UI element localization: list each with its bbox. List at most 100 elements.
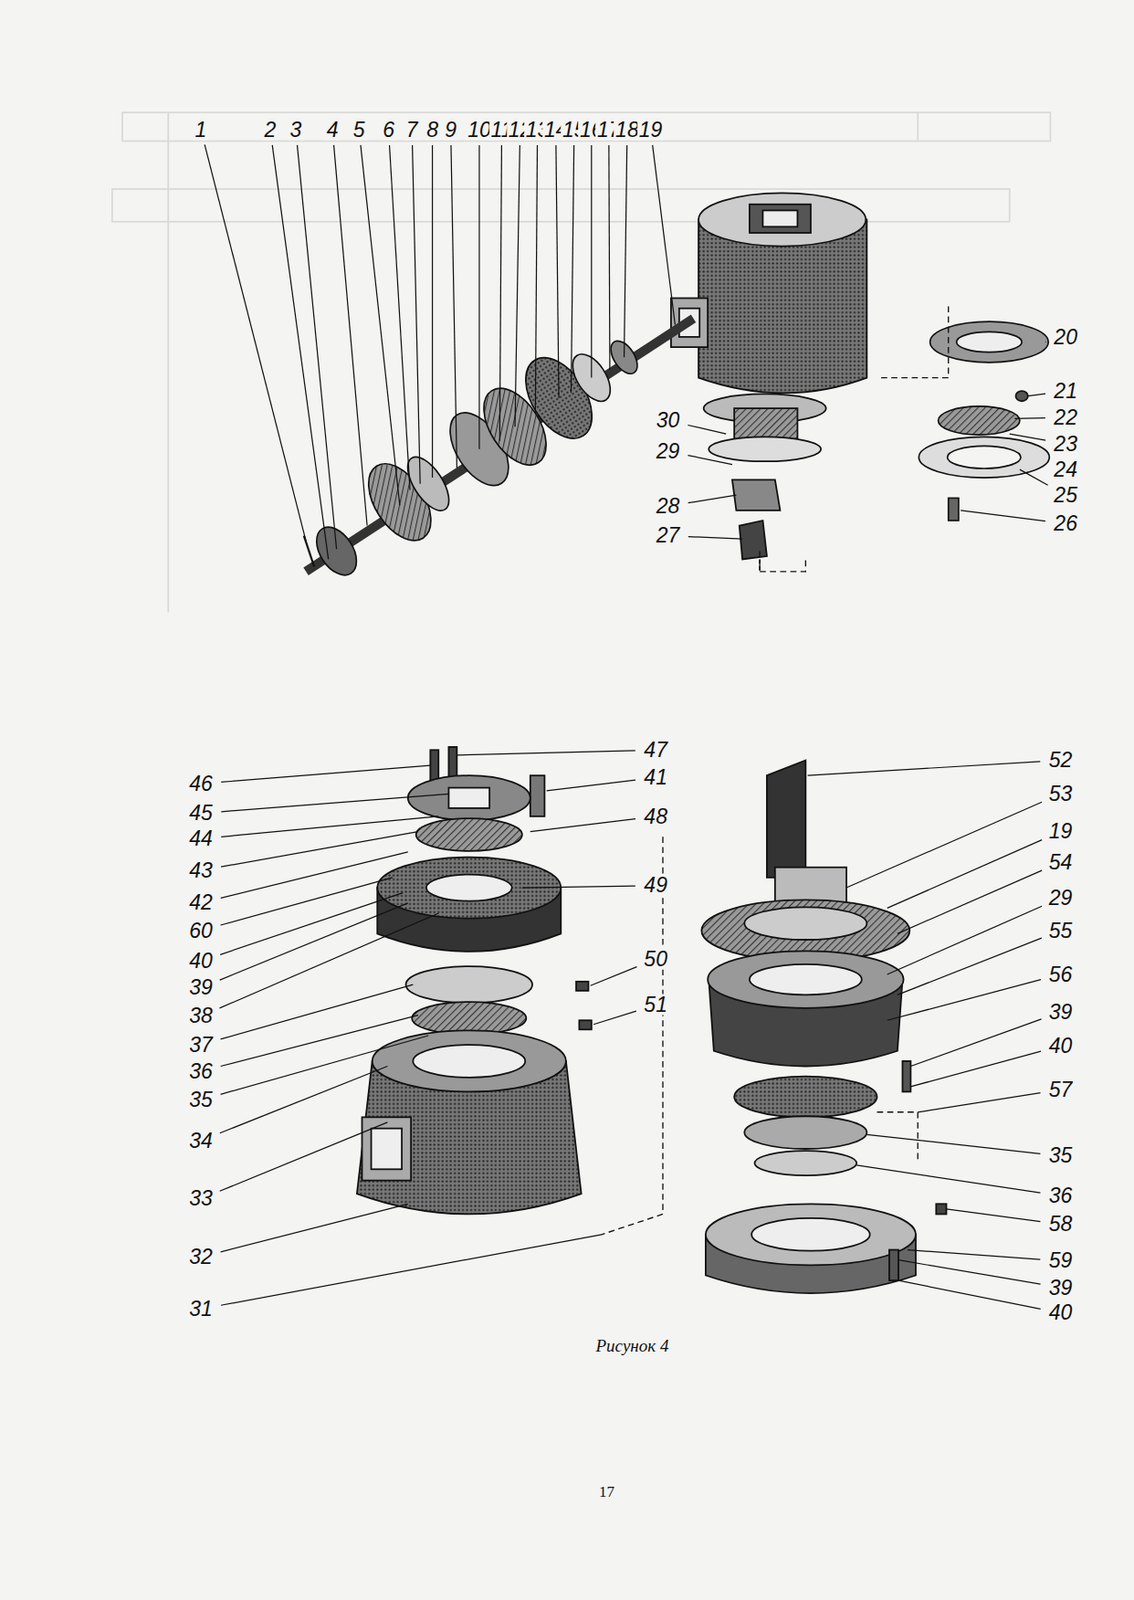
leader-line xyxy=(887,840,1042,909)
leader-line xyxy=(1019,469,1049,485)
callout-number: 56 xyxy=(1047,963,1075,985)
leader-line xyxy=(334,145,368,526)
leader-line xyxy=(688,494,737,504)
callout-number: 26 xyxy=(1051,512,1080,534)
callout-number: 9 xyxy=(442,118,459,140)
callout-number: 41 xyxy=(641,766,670,788)
callout-number: 40 xyxy=(1047,1302,1075,1323)
callout-number: 1 xyxy=(193,118,210,140)
callout-number: 54 xyxy=(1047,850,1075,872)
leader-line xyxy=(220,1035,430,1094)
callout-number: 27 xyxy=(654,525,683,546)
leader-line xyxy=(1044,463,1047,465)
callout-number: 32 xyxy=(187,1246,215,1268)
callout-number: 2 xyxy=(262,118,279,140)
leader-line xyxy=(856,1165,1040,1193)
flange-parts xyxy=(918,321,1050,521)
callout-number: 58 xyxy=(1047,1213,1075,1235)
callout-number: 43 xyxy=(187,859,215,881)
leader-line xyxy=(897,937,1042,995)
callout-number: 48 xyxy=(641,805,670,827)
callout-number: 4 xyxy=(325,118,341,140)
figure-caption: Рисунок 4 xyxy=(596,1335,670,1356)
leader-line xyxy=(220,984,414,1040)
callout-number: 47 xyxy=(641,738,670,760)
leader-line xyxy=(846,801,1042,888)
callout-number: 39 xyxy=(1047,1000,1075,1022)
leader-line xyxy=(220,1203,409,1252)
leader-line xyxy=(1028,393,1046,397)
leader-line xyxy=(887,905,1042,975)
callout-number: 35 xyxy=(1047,1144,1075,1166)
leader-line xyxy=(535,145,537,414)
leader-line xyxy=(389,145,410,491)
leader-line xyxy=(220,851,409,899)
leader-line xyxy=(220,903,409,980)
callout-number: 52 xyxy=(1047,749,1075,771)
leader-line xyxy=(220,765,431,782)
callout-number: 36 xyxy=(1047,1185,1075,1207)
callout-number: 34 xyxy=(187,1129,215,1151)
callout-number: 39 xyxy=(1047,1276,1075,1298)
callout-number: 19 xyxy=(637,118,665,140)
callout-number: 5 xyxy=(351,118,368,140)
callout-number: 57 xyxy=(1047,1078,1075,1100)
leader-line xyxy=(220,877,393,925)
callout-number: 31 xyxy=(187,1297,215,1319)
callout-number: 37 xyxy=(187,1033,215,1055)
callout-number: 60 xyxy=(187,919,215,941)
callout-number: 19 xyxy=(1047,820,1075,842)
callout-number: 46 xyxy=(187,772,215,794)
leader-line xyxy=(1014,417,1046,420)
leader-line xyxy=(499,145,502,441)
callout-number: 50 xyxy=(641,947,670,969)
callout-number: 8 xyxy=(424,118,441,140)
leader-line xyxy=(478,145,480,450)
leader-line xyxy=(808,761,1041,776)
leader-line xyxy=(220,831,419,868)
leader-line xyxy=(360,145,400,505)
callout-number: 22 xyxy=(1051,406,1080,428)
callout-number: 30 xyxy=(654,409,683,431)
callout-number: 40 xyxy=(1047,1034,1075,1056)
leader-line xyxy=(431,145,433,478)
leader-line xyxy=(866,1134,1040,1154)
leader-line xyxy=(910,1018,1041,1067)
leader-line xyxy=(546,779,636,791)
callout-number: 42 xyxy=(187,892,215,914)
leader-line xyxy=(272,145,328,560)
leader-line xyxy=(898,1280,1041,1309)
leader-line xyxy=(960,510,1046,522)
leader-line xyxy=(297,145,337,549)
leader-line xyxy=(220,1234,602,1305)
leader-line xyxy=(220,1066,389,1134)
leader-line xyxy=(910,1050,1041,1087)
callout-number: 38 xyxy=(187,1005,215,1027)
leader-line xyxy=(687,424,726,434)
leader-line xyxy=(451,145,457,468)
leader-line xyxy=(1044,341,1047,343)
leader-line xyxy=(590,145,592,378)
callout-number: 21 xyxy=(1051,379,1080,401)
leader-line xyxy=(652,145,676,326)
callout-number: 39 xyxy=(187,976,215,998)
leader-line xyxy=(609,145,610,370)
leader-line xyxy=(220,1122,389,1191)
callout-number: 23 xyxy=(1051,432,1080,454)
leader-line xyxy=(514,145,520,427)
leader-line xyxy=(624,145,628,357)
leader-line xyxy=(220,892,403,956)
leader-line xyxy=(917,1092,1040,1113)
callout-number: 29 xyxy=(1047,886,1075,908)
leader-line xyxy=(688,536,743,539)
leader-line xyxy=(887,979,1041,1021)
callout-number: 36 xyxy=(187,1060,215,1082)
leader-line xyxy=(590,966,638,987)
page-number: 17 xyxy=(597,1482,617,1499)
leader-line xyxy=(898,1260,1041,1284)
callout-number: 51 xyxy=(641,994,670,1016)
callout-number: 45 xyxy=(187,802,215,824)
callout-number: 40 xyxy=(187,950,215,972)
